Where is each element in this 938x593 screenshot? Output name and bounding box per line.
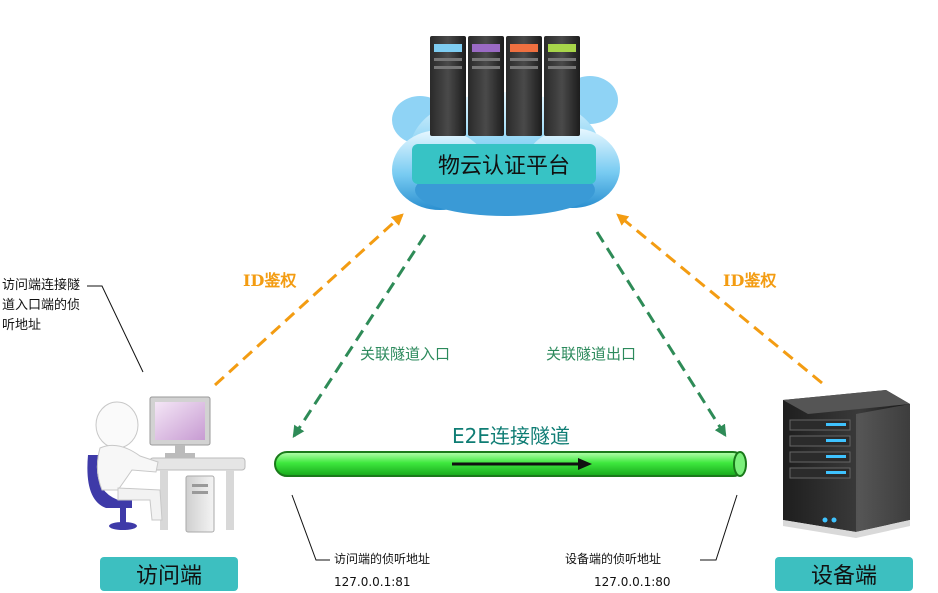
tunnel-direction-arrowhead — [578, 458, 592, 470]
rack-unit-purple — [468, 36, 504, 136]
device-listen-leader — [700, 494, 738, 561]
device-label: 设备端 — [775, 557, 913, 591]
person — [95, 401, 163, 521]
tunnel-exit-arrow — [595, 231, 727, 438]
id-auth-arrow-right — [616, 213, 823, 385]
device-listen-title: 设备端的侦听地址 — [565, 552, 662, 566]
device-server-illustration — [783, 390, 910, 538]
visitor-computer-illustration — [87, 396, 246, 533]
e2e-tunnel — [274, 451, 747, 477]
id-auth-arrow-left — [213, 213, 404, 387]
cloud-platform — [392, 36, 620, 216]
tunnel-entry-label: 关联隧道入口 — [360, 345, 451, 363]
server-led — [826, 423, 846, 426]
visitor-listen-leader — [291, 494, 330, 561]
device-listen-address: 127.0.0.1:80 — [594, 575, 671, 589]
platform-label: 物云认证平台 — [412, 144, 596, 184]
rack-unit-green — [544, 36, 580, 136]
rack-unit-orange — [506, 36, 542, 136]
id-auth-label-right: ID鉴权 — [723, 271, 777, 290]
tunnel-exit-label: 关联隧道出口 — [546, 345, 637, 363]
desk — [149, 457, 246, 471]
visitor-label: 访问端 — [100, 557, 238, 591]
visitor-connect-note: 访问端连接隧道入口端的侦听地址 — [2, 278, 81, 333]
id-auth-label-left: ID鉴权 — [243, 271, 297, 290]
tunnel-entry-arrow — [292, 234, 427, 439]
visitor-listen-address: 127.0.0.1:81 — [334, 575, 411, 589]
computer-tower — [185, 475, 215, 533]
chair — [87, 455, 137, 530]
visitor-connect-leader — [87, 285, 144, 373]
tunnel-title: E2E连接隧道 — [452, 424, 570, 448]
monitor — [149, 396, 211, 458]
visitor-listen-title: 访问端的侦听地址 — [334, 552, 431, 566]
server-rack-group — [430, 36, 580, 136]
rack-unit-blue — [430, 36, 466, 136]
